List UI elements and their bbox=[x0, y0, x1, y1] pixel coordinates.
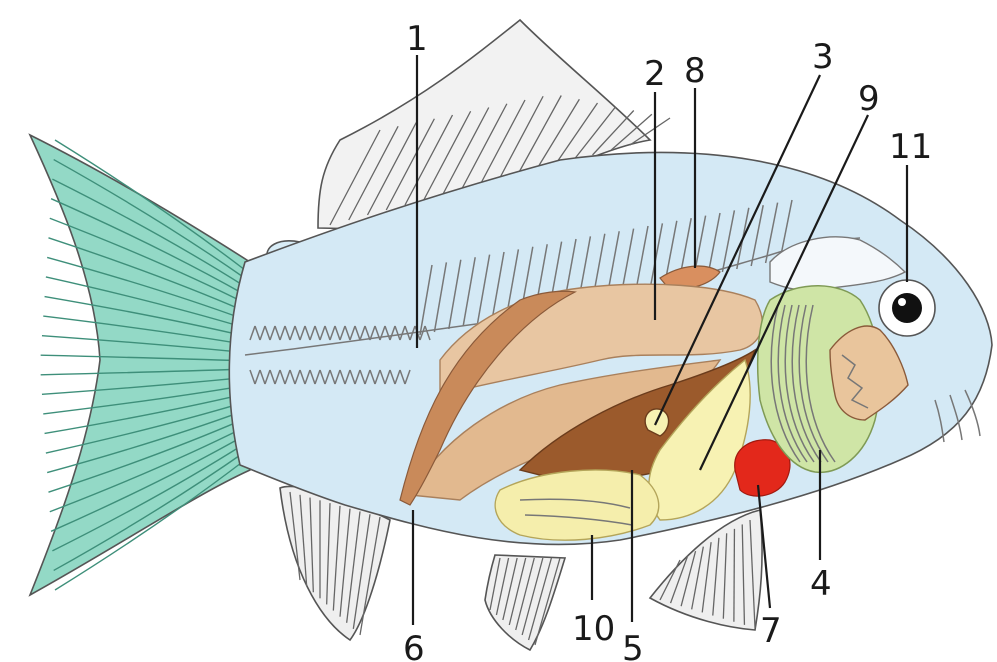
label-9: 9 bbox=[858, 79, 880, 119]
tail-fin bbox=[30, 135, 250, 595]
label-7: 7 bbox=[760, 611, 782, 651]
label-3: 3 bbox=[812, 37, 834, 77]
label-5: 5 bbox=[622, 629, 644, 662]
label-4: 4 bbox=[810, 564, 832, 604]
label-8: 8 bbox=[684, 51, 706, 91]
label-1: 1 bbox=[406, 19, 428, 59]
label-11: 11 bbox=[889, 127, 932, 167]
anal-fin bbox=[485, 555, 565, 650]
label-6: 6 bbox=[403, 629, 425, 662]
label-2: 2 bbox=[644, 54, 666, 94]
eye bbox=[879, 280, 935, 336]
label-10: 10 bbox=[572, 609, 615, 649]
